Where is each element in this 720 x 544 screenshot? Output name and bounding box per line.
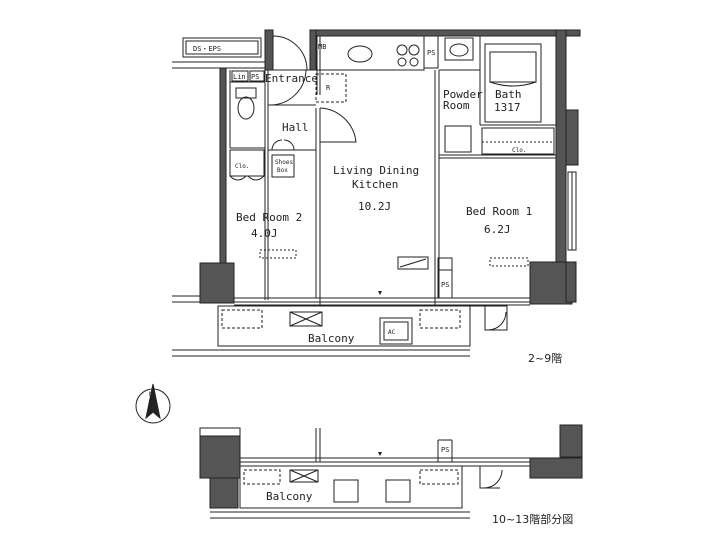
r-label: R <box>326 84 331 92</box>
north-label: N <box>149 391 153 398</box>
ldk-name-line1: Living Dining <box>333 164 419 177</box>
clo-label-bed2: Clo. <box>235 163 249 170</box>
ldk-size: 10.2J <box>358 200 391 213</box>
bedroom2-size: 4.0J <box>251 227 278 240</box>
ps-label-bed1: PS <box>441 281 449 289</box>
mb-label: MB <box>318 43 326 51</box>
ac-label: AC <box>388 329 396 336</box>
powder-label-1: Powder <box>443 88 483 101</box>
bedroom2-name: Bed Room 2 <box>236 211 302 224</box>
ps-label-lower: PS <box>441 446 449 454</box>
ps-label-lin: PS <box>251 73 259 81</box>
lin-label: Lin <box>233 73 246 81</box>
shoes-label: Shoes <box>275 159 293 166</box>
ldk-name-line2: Kitchen <box>352 178 398 191</box>
ds-eps-box <box>182 37 262 58</box>
box-label: Box <box>277 167 288 174</box>
hall-label: Hall <box>282 121 309 134</box>
ds-eps-label: DS・EPS <box>193 45 221 53</box>
balcony-label: Balcony <box>308 332 355 345</box>
powder-label-2: Room <box>443 99 470 112</box>
upper-floor-caption: 2~9階 <box>528 351 562 365</box>
balcony-lower-label: Balcony <box>266 490 313 503</box>
bath-size-label: 1317 <box>494 101 521 114</box>
bedroom1-size: 6.2J <box>484 223 511 236</box>
bedroom1-name: Bed Room 1 <box>466 205 532 218</box>
entrance-label: Entrance <box>265 72 318 85</box>
lower-floor-caption: 10~13階部分図 <box>492 512 573 526</box>
bath-label: Bath <box>495 88 522 101</box>
ps-label-kitchen: PS <box>427 49 435 57</box>
clo-label-bed1: Clo. <box>512 147 526 154</box>
north-arrow-icon <box>145 383 161 420</box>
